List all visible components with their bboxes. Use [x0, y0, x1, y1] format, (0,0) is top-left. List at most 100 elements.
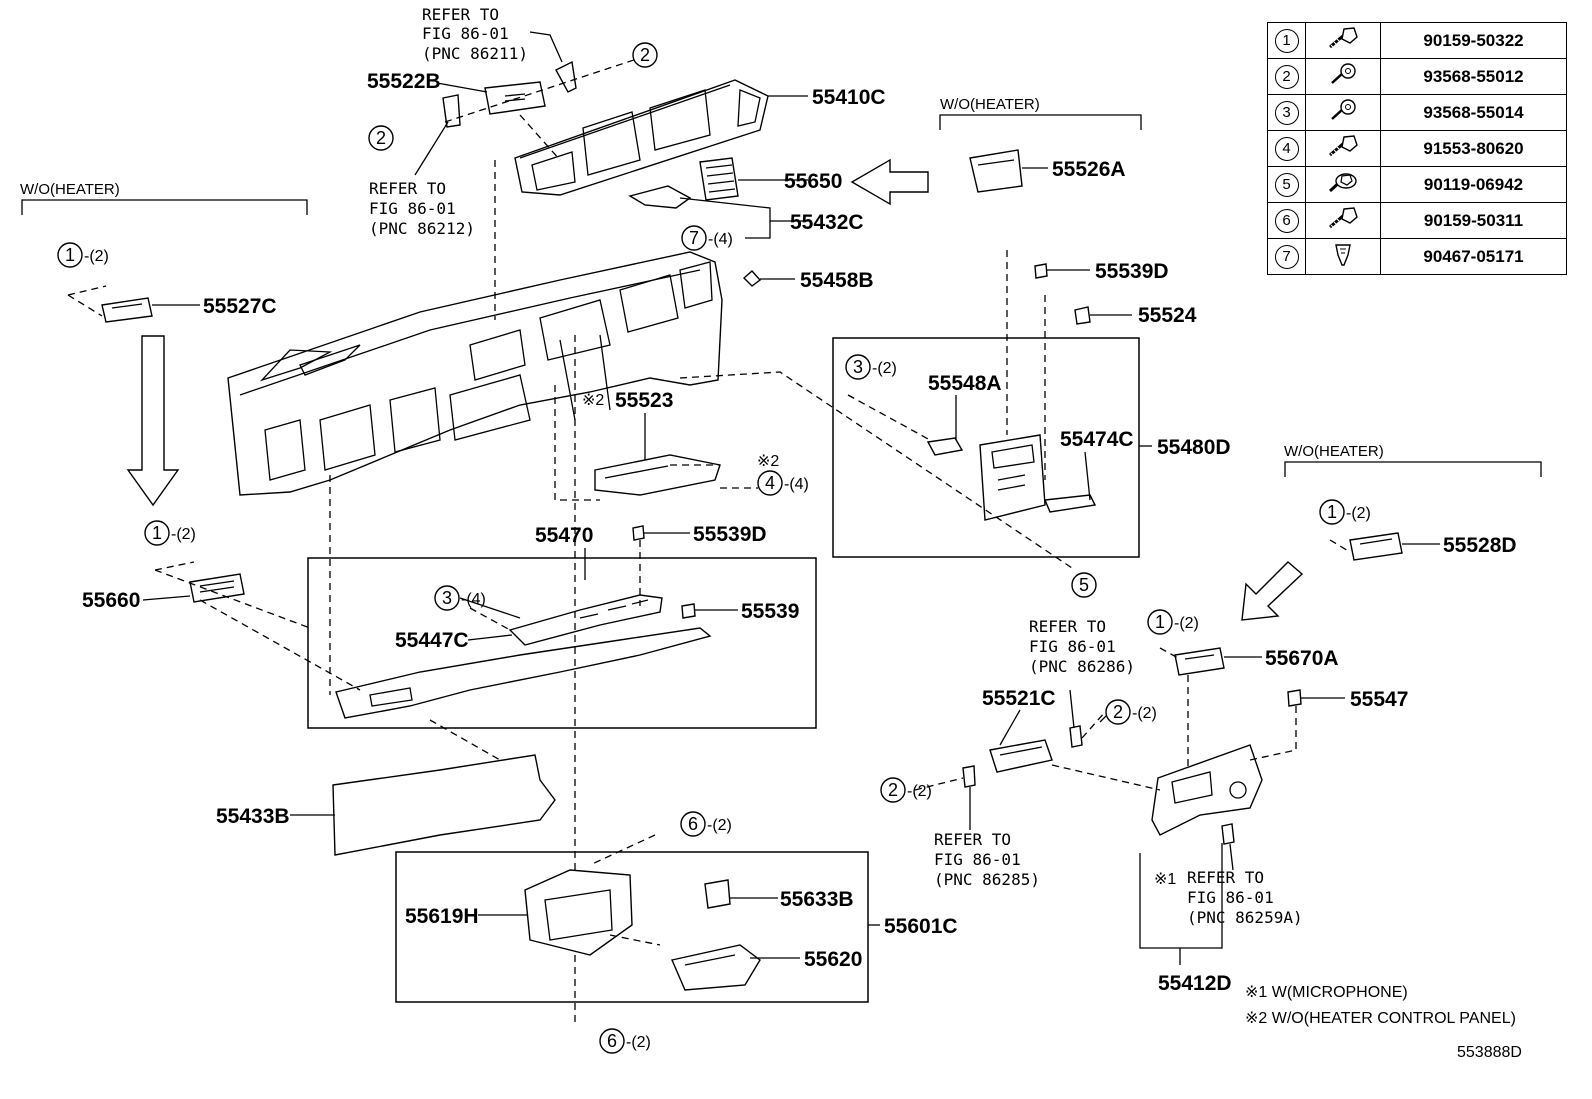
bezel-55528D — [1349, 532, 1403, 561]
fastener-callout-2-right: 2 -(2) — [1105, 699, 1157, 725]
panel-55526A — [969, 149, 1023, 193]
vent-55650 — [699, 157, 739, 201]
part-label-55548A: 55548A — [928, 372, 1002, 395]
reference-pnc-86212: REFER TO FIG 86-01 (PNC 86212) — [369, 179, 475, 238]
part-label-55521C: 55521C — [982, 687, 1056, 710]
label-text: -(4) — [708, 231, 733, 248]
part-label-55458B: 55458B — [800, 269, 874, 292]
cover-55524 — [1074, 306, 1091, 325]
panel-55412D — [1151, 744, 1263, 836]
reference-pnc-86285: REFER TO FIG 86-01 (PNC 86285) — [934, 830, 1040, 889]
part-label-55539: 55539 — [741, 600, 799, 623]
fastener-part-number: 91553-80620 — [1380, 130, 1567, 167]
fastener-row: 1 90159-50322 — [1267, 22, 1567, 59]
bracket-86259A — [1221, 823, 1235, 845]
label-text: FIG 86-01 — [369, 199, 456, 218]
clip-55539D-mid — [632, 525, 645, 541]
label-text: -(2) — [171, 526, 196, 543]
part-label-55650: 55650 — [784, 170, 842, 193]
fastener-part-number: 90467-05171 — [1380, 238, 1567, 275]
part-label-55522B: 55522B — [367, 70, 441, 93]
part-label-55526A: 55526A — [1052, 158, 1126, 181]
label-text: REFER TO — [934, 830, 1011, 849]
box-55521C — [989, 739, 1053, 773]
label-text: (PNC 86286) — [1029, 657, 1135, 676]
part-label-55528D: 55528D — [1443, 534, 1517, 557]
label-text: 5 — [1079, 575, 1089, 595]
part-label-55539D-top: 55539D — [1095, 260, 1169, 283]
reference-pnc-86286: REFER TO FIG 86-01 (PNC 86286) — [1029, 617, 1135, 676]
bracket-55412D-group — [1139, 843, 1223, 949]
bracket-86285 — [962, 765, 976, 788]
label-text: -(2) — [626, 1034, 651, 1051]
label-text: (PNC 86259A) — [1187, 908, 1303, 927]
label-text: ※2 — [757, 453, 779, 470]
fastener-part-number: 93568-55012 — [1380, 58, 1567, 95]
label-text: REFER TO — [369, 179, 446, 198]
part-label-55547: 55547 — [1350, 688, 1408, 711]
part-label-55524: 55524 — [1138, 304, 1197, 327]
label-text: 2 — [640, 45, 650, 65]
fastener-part-number: 90159-50322 — [1380, 22, 1567, 59]
group-box-55601C — [395, 851, 869, 1003]
label-text: 1 — [1155, 612, 1165, 632]
label-text: -(2) — [1346, 505, 1371, 522]
arrow-down-left — [126, 335, 180, 507]
label-text: REFER TO — [1187, 868, 1264, 887]
part-label-55660: 55660 — [82, 589, 140, 612]
panel-55523 — [594, 454, 721, 496]
label-text: (PNC 86211) — [422, 44, 528, 63]
part-label-55433B: 55433B — [216, 805, 290, 828]
group-box-55470 — [307, 557, 817, 729]
clip-55539D-top — [1034, 263, 1048, 279]
label-text: 4 — [765, 473, 775, 493]
bezel-55660 — [189, 573, 245, 603]
fastener-callout-6-bottom: 6 -(2) — [599, 1028, 651, 1054]
bracket-86211 — [555, 60, 577, 93]
bracket-55432C — [628, 185, 692, 209]
part-label-55410C: 55410C — [812, 86, 886, 109]
wo-heater-label-top: W/O(HEATER) — [940, 96, 1040, 113]
fastener-callout-7: 7 -(4) — [681, 225, 733, 251]
screw-icon — [1305, 58, 1381, 95]
fastener-callout-2-top: 2 — [632, 42, 658, 68]
group-box-55480D — [832, 337, 1140, 558]
label-text: 1 — [1327, 502, 1337, 522]
label-text: FIG 86-01 — [1029, 637, 1116, 656]
clip-55458B — [742, 270, 762, 287]
mark-55523: ※2 — [582, 392, 604, 409]
label-text: ※1 — [1154, 871, 1176, 888]
arrow-down-right — [1241, 561, 1304, 621]
wo-heater-top-bracket: W/O(HEATER) — [939, 96, 1142, 130]
part-label-55527C: 55527C — [203, 295, 277, 318]
footnote-1: ※1 W(MICROPHONE) — [1245, 984, 1408, 1001]
part-label-55523: 55523 — [615, 389, 673, 412]
part-label-55670A: 55670A — [1265, 647, 1339, 670]
label-text: 3 — [853, 357, 863, 377]
fastener-index: 5 — [1267, 166, 1306, 203]
wo-heater-right-bracket: W/O(HEATER) — [1284, 443, 1542, 477]
clip-55539 — [681, 603, 696, 619]
part-label-55539D-mid: 55539D — [693, 523, 767, 546]
label-text: -(2) — [872, 360, 897, 377]
fastener-index: 6 — [1267, 202, 1306, 239]
part-label-55412D: 55412D — [1158, 972, 1232, 995]
clip-icon — [1305, 238, 1381, 275]
fastener-callout-1-lower-right: 1 -(2) — [1147, 609, 1199, 635]
fastener-index: 1 — [1267, 22, 1306, 59]
label-text: -(2) — [707, 817, 732, 834]
fastener-callout-1-right: 1 -(2) — [1319, 499, 1371, 525]
label-text: 2 — [888, 780, 898, 800]
label-text: FIG 86-01 — [422, 24, 509, 43]
fastener-callout-6-top: 6 -(2) — [680, 811, 732, 837]
fastener-callout-3-box-55470: 3 -(4) — [434, 585, 486, 611]
wo-heater-left-bracket: W/O(HEATER) — [20, 181, 308, 215]
label-text: REFER TO — [422, 5, 499, 24]
label-text: 6 — [607, 1031, 617, 1051]
instrument-panel-frame — [227, 251, 723, 496]
reference-pnc-86259A: ※1 REFER TO FIG 86-01 (PNC 86259A) — [1154, 868, 1303, 927]
